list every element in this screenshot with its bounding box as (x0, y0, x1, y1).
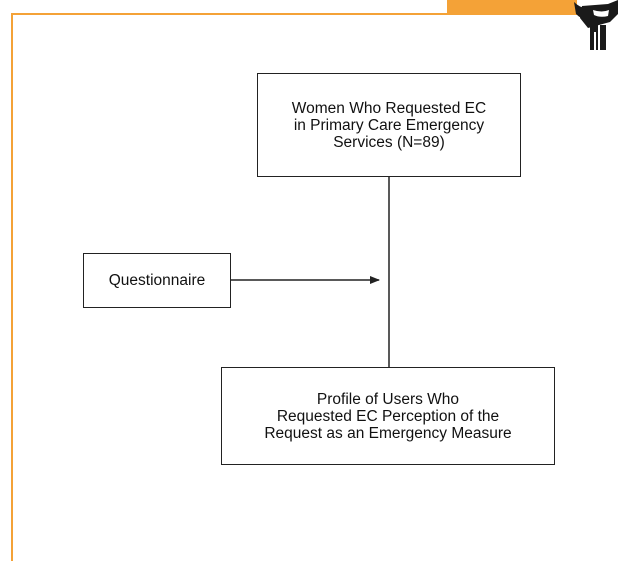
orange-frame-left (11, 13, 13, 561)
node-questionnaire: Questionnaire (83, 253, 231, 308)
node-label: Women Who Requested EC in Primary Care E… (291, 99, 487, 151)
person-figure-icon (574, 0, 618, 50)
node-user-profile: Profile of Users Who Requested EC Percep… (221, 367, 555, 465)
node-women-requested-ec: Women Who Requested EC in Primary Care E… (257, 73, 521, 177)
orange-frame-top (11, 13, 449, 15)
node-label: Questionnaire (108, 272, 206, 289)
orange-corner-tab (447, 0, 577, 15)
node-label: Profile of Users Who Requested EC Percep… (264, 390, 512, 442)
